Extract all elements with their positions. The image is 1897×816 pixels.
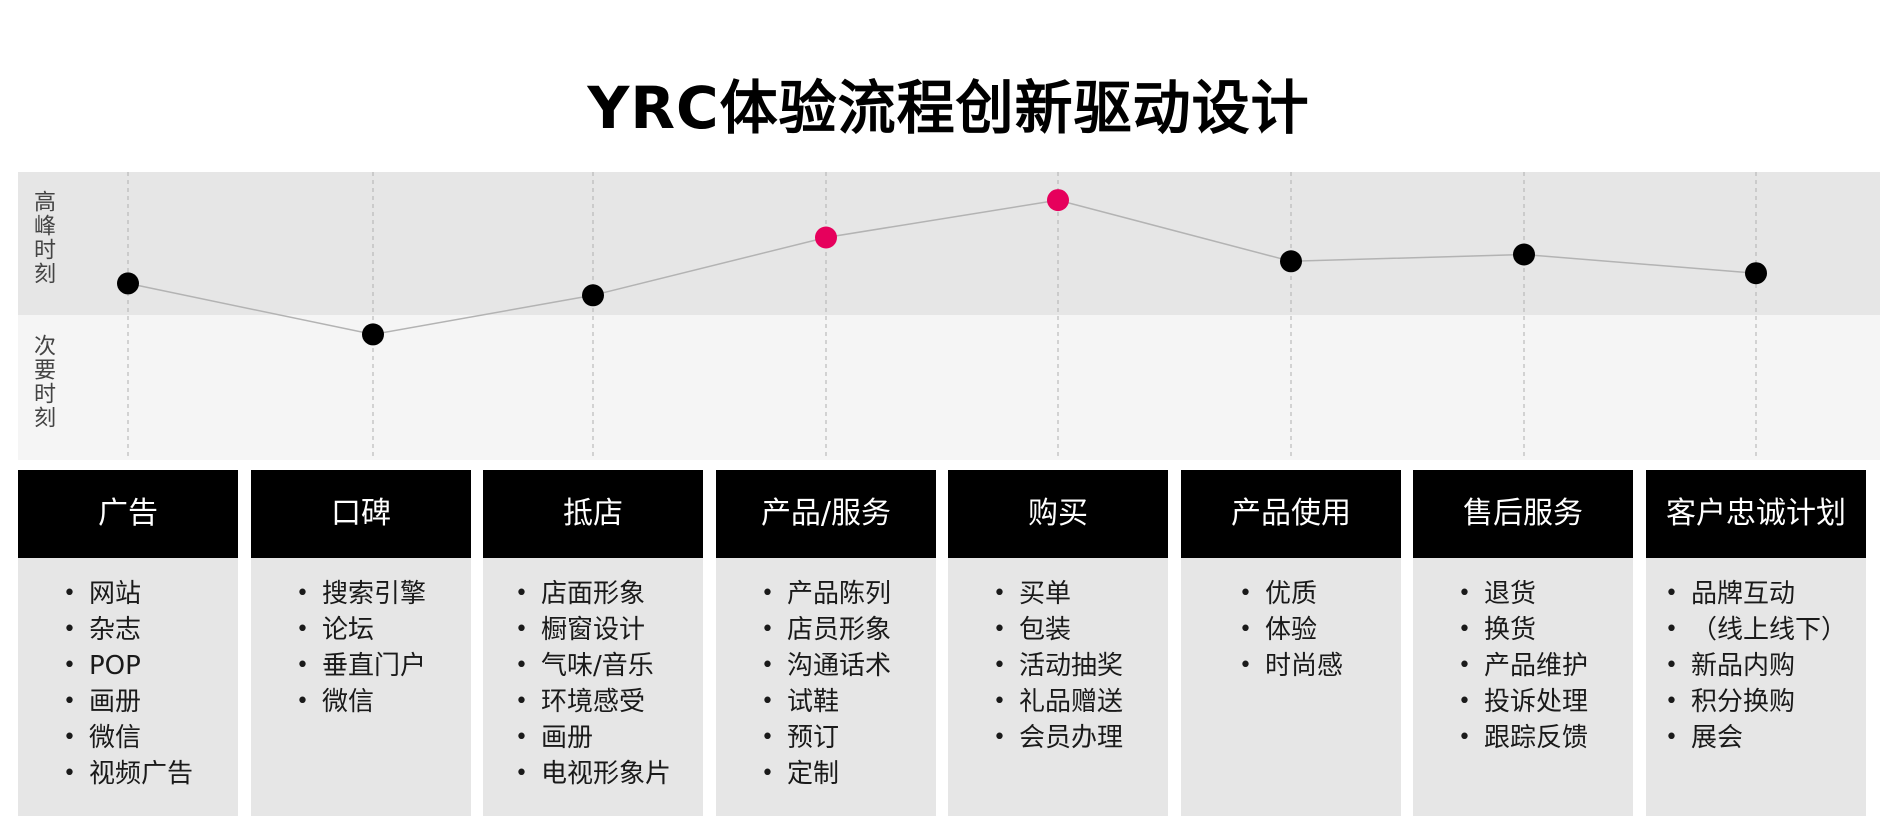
- stage-item: 投诉处理: [1458, 684, 1633, 720]
- data-point: [582, 284, 604, 307]
- stage-item: 定制: [761, 756, 936, 792]
- data-point: [1280, 250, 1302, 273]
- experience-curve: [117, 172, 1767, 460]
- stage-item-list: 买单包装活动抽奖礼品赠送会员办理: [993, 576, 1168, 756]
- data-point: [117, 272, 139, 295]
- stage-column: 产品/服务产品陈列店员形象沟通话术试鞋预订定制: [716, 470, 936, 816]
- minor-moment-label: 次要时刻: [30, 334, 55, 430]
- stage-header: 口碑: [251, 470, 471, 558]
- stage-card: 买单包装活动抽奖礼品赠送会员办理: [948, 558, 1168, 816]
- stage-item: 画册: [63, 684, 238, 720]
- stage-item: 时尚感: [1239, 648, 1401, 684]
- stage-item: 视频广告: [63, 756, 238, 792]
- stage-card: 网站杂志POP画册微信视频广告: [18, 558, 238, 816]
- stage-header: 抵店: [483, 470, 703, 558]
- data-point: [1745, 262, 1767, 285]
- stage-item: 气味/音乐: [515, 648, 703, 684]
- stage-card: 产品陈列店员形象沟通话术试鞋预订定制: [716, 558, 936, 816]
- stage-item: 退货: [1458, 576, 1633, 612]
- stage-column: 抵店店面形象橱窗设计气味/音乐环境感受画册电视形象片: [483, 470, 703, 816]
- data-point: [1513, 243, 1535, 266]
- stage-item: 预订: [761, 720, 936, 756]
- stage-item: 垂直门户: [296, 648, 471, 684]
- stage-column: 产品使用优质体验时尚感: [1181, 470, 1401, 816]
- stage-item: 跟踪反馈: [1458, 720, 1633, 756]
- stage-item: 微信: [296, 684, 471, 720]
- stage-card: 搜索引擎论坛垂直门户微信: [251, 558, 471, 816]
- stage-item: 活动抽奖: [993, 648, 1168, 684]
- stage-item: 杂志: [63, 612, 238, 648]
- stage-item: 店面形象: [515, 576, 703, 612]
- stage-item: 试鞋: [761, 684, 936, 720]
- stage-item: 环境感受: [515, 684, 703, 720]
- stage-item: 论坛: [296, 612, 471, 648]
- stage-item-list: 店面形象橱窗设计气味/音乐环境感受画册电视形象片: [515, 576, 703, 792]
- peak-data-point: [815, 226, 837, 249]
- stage-item-list: 网站杂志POP画册微信视频广告: [63, 576, 238, 792]
- peak-moment-band: [18, 172, 1880, 315]
- stage-item: 网站: [63, 576, 238, 612]
- stage-column: 口碑搜索引擎论坛垂直门户微信: [251, 470, 471, 816]
- data-point: [362, 323, 384, 346]
- stage-item-list: 退货换货产品维护投诉处理跟踪反馈: [1458, 576, 1633, 756]
- stage-item: 积分换购: [1665, 684, 1866, 720]
- stage-item: 优质: [1239, 576, 1401, 612]
- stage-column: 广告网站杂志POP画册微信视频广告: [18, 470, 238, 816]
- stage-item: 产品陈列: [761, 576, 936, 612]
- stage-item: 会员办理: [993, 720, 1168, 756]
- stage-item-list: 搜索引擎论坛垂直门户微信: [296, 576, 471, 720]
- stage-item: 买单: [993, 576, 1168, 612]
- stage-header: 购买: [948, 470, 1168, 558]
- stage-card: 退货换货产品维护投诉处理跟踪反馈: [1413, 558, 1633, 816]
- minor-moment-band: [18, 315, 1880, 460]
- stage-item: 展会: [1665, 720, 1866, 756]
- stage-card: 店面形象橱窗设计气味/音乐环境感受画册电视形象片: [483, 558, 703, 816]
- stage-header: 广告: [18, 470, 238, 558]
- stage-item: 沟通话术: [761, 648, 936, 684]
- stage-item: 产品维护: [1458, 648, 1633, 684]
- stage-item: 换货: [1458, 612, 1633, 648]
- peak-moment-label: 高峰时刻: [30, 190, 55, 286]
- stage-card: 品牌互动（线上线下）新品内购积分换购展会: [1646, 558, 1866, 816]
- stage-header: 售后服务: [1413, 470, 1633, 558]
- experience-line: [127, 199, 1757, 336]
- stage-item: 新品内购: [1665, 648, 1866, 684]
- stage-item: 礼品赠送: [993, 684, 1168, 720]
- stage-item-list: 优质体验时尚感: [1239, 576, 1401, 684]
- stage-column: 购买买单包装活动抽奖礼品赠送会员办理: [948, 470, 1168, 816]
- stage-item-list: 产品陈列店员形象沟通话术试鞋预订定制: [761, 576, 936, 792]
- stage-item: （线上线下）: [1665, 612, 1866, 648]
- stage-header: 产品使用: [1181, 470, 1401, 558]
- stage-item: 搜索引擎: [296, 576, 471, 612]
- stage-header: 产品/服务: [716, 470, 936, 558]
- stage-item: 电视形象片: [515, 756, 703, 792]
- stage-column: 售后服务退货换货产品维护投诉处理跟踪反馈: [1413, 470, 1633, 816]
- stage-item: 店员形象: [761, 612, 936, 648]
- stage-card: 优质体验时尚感: [1181, 558, 1401, 816]
- stage-item: 橱窗设计: [515, 612, 703, 648]
- stage-item: 画册: [515, 720, 703, 756]
- stage-item: 包装: [993, 612, 1168, 648]
- peak-data-point: [1047, 189, 1069, 212]
- stage-column: 客户忠诚计划品牌互动（线上线下）新品内购积分换购展会: [1646, 470, 1866, 816]
- stage-item: 体验: [1239, 612, 1401, 648]
- stage-item-list: 品牌互动（线上线下）新品内购积分换购展会: [1665, 576, 1866, 756]
- page-title: YRC体验流程创新驱动设计: [587, 74, 1310, 142]
- stage-header: 客户忠诚计划: [1646, 470, 1866, 558]
- stage-item: 微信: [63, 720, 238, 756]
- stage-item: 品牌互动: [1665, 576, 1866, 612]
- stage-item: POP: [63, 648, 238, 684]
